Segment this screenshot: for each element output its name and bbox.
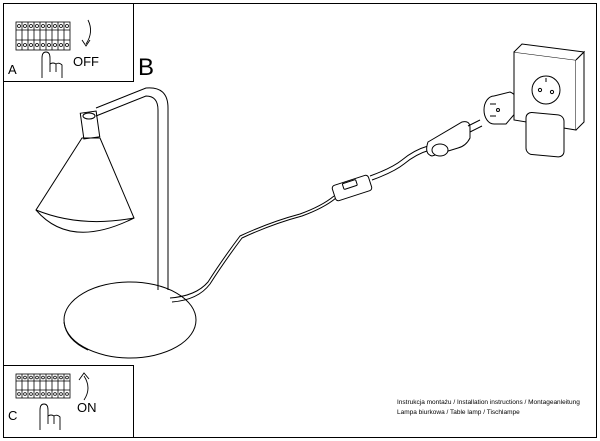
switch-on-arrow-icon	[78, 372, 90, 401]
panel-c-frame	[3, 365, 134, 438]
switch-off-arrow-icon	[81, 19, 91, 47]
panel-c-state-label: ON	[77, 400, 97, 415]
lamp-shade	[35, 137, 135, 233]
footer-line-1: Instrukcja montażu / Installation instru…	[397, 399, 580, 406]
hand-icon-c	[39, 403, 61, 430]
panel-a-frame	[3, 3, 134, 82]
wall-socket	[513, 43, 586, 158]
socket-adapter	[483, 91, 519, 125]
table-lamp-illustration	[35, 87, 337, 359]
power-cord	[169, 195, 335, 299]
terminal-block-a	[15, 21, 71, 51]
footer-line-2: Lampa biurkowa / Table lamp / Tischlampe	[397, 409, 520, 416]
lamp-stem	[95, 95, 159, 290]
power-plug	[426, 119, 483, 157]
sheet-frame	[3, 3, 597, 438]
footer-caption: Instrukcja montażu / Installation instru…	[397, 398, 580, 418]
terminal-block-c	[15, 373, 71, 399]
panel-c-letter: C	[8, 408, 18, 423]
panel-a-letter: A	[8, 62, 17, 77]
panel-a-state-label: OFF	[73, 54, 99, 69]
lamp-base	[63, 281, 197, 359]
panel-b-letter: B	[138, 54, 155, 81]
inline-switch	[331, 174, 373, 202]
hand-icon-a	[41, 51, 63, 78]
